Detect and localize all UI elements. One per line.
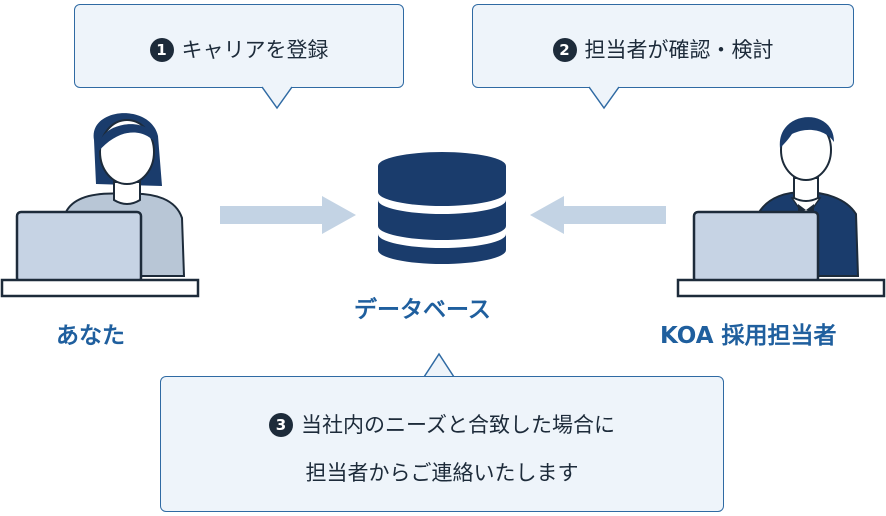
database-label: データベース: [354, 297, 491, 323]
step-2-bubble: 2 担当者が確認・検討: [472, 4, 854, 88]
step-3-bubble-tail: [423, 352, 455, 378]
user-illustration: [0, 113, 200, 298]
arrow-right-icon: [220, 196, 356, 234]
step-2-bubble-tail: [588, 86, 620, 110]
step-2-text: 担当者が確認・検討: [584, 38, 774, 62]
step-1-bubble-tail: [261, 86, 293, 110]
step-3-bubble: 3 当社内のニーズと合致した場合に 担当者からご連絡いたします: [160, 376, 724, 512]
step-3-number: 3: [269, 413, 294, 437]
step-3-text-line1: 当社内のニーズと合致した場合に: [301, 413, 615, 437]
step-2-number: 2: [552, 38, 577, 62]
you-label: あなた: [56, 323, 125, 349]
arrow-left-icon: [530, 196, 666, 234]
database-icon: [378, 152, 506, 264]
step-1-bubble: 1 キャリアを登録: [74, 4, 404, 88]
recruiter-illustration: [676, 117, 886, 298]
step-3-text-line2: 担当者からご連絡いたします: [305, 461, 579, 485]
recruiter-label: KOA 採用担当者: [660, 323, 837, 349]
step-1-number: 1: [149, 38, 174, 62]
step-1-text: キャリアを登録: [181, 38, 329, 62]
